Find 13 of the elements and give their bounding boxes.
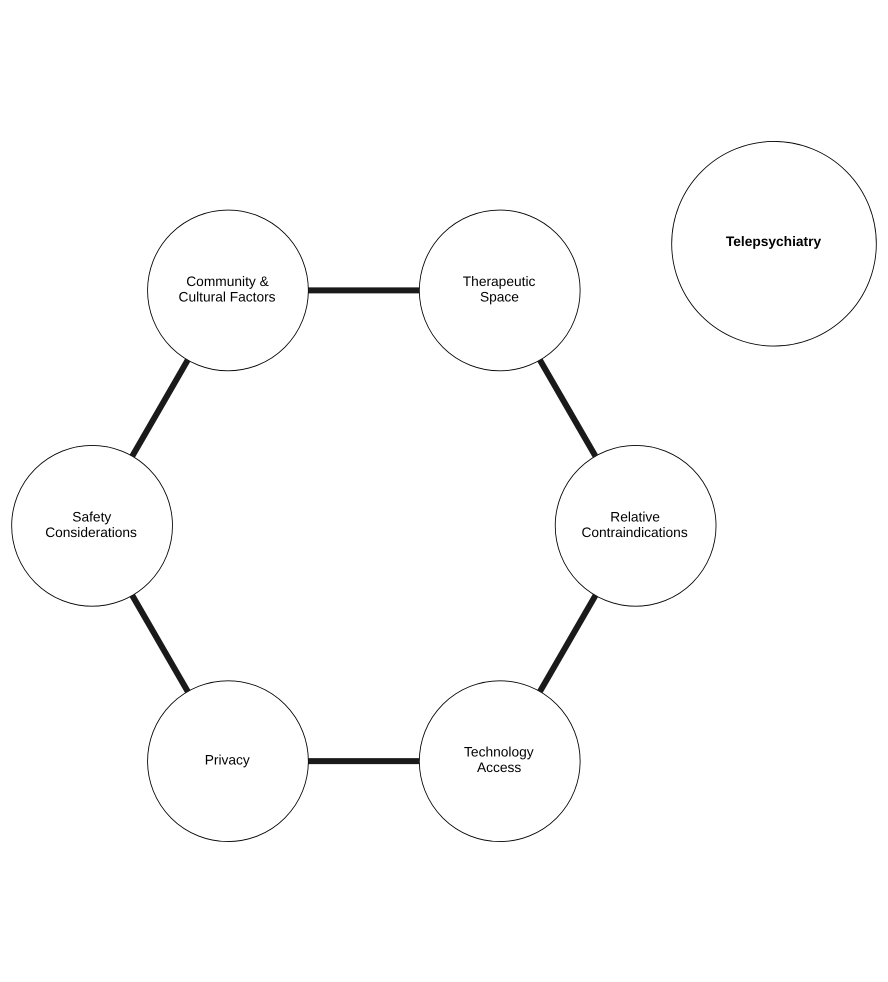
node-circle: Community & Cultural Factors (147, 209, 309, 371)
node-circle: Privacy (147, 680, 309, 842)
connector (308, 286, 420, 293)
connector (538, 593, 598, 692)
node-circle: Technology Access (418, 680, 581, 842)
connector (130, 594, 190, 692)
node-circle: Safety Considerations (11, 444, 173, 606)
connector (308, 758, 420, 764)
connector (130, 358, 190, 458)
connector (537, 358, 598, 457)
node-circle: Therapeutic Space (418, 209, 581, 371)
node-circle: Telepsychiatry (671, 140, 877, 346)
node-circle: Relative Contraindications (554, 444, 716, 606)
